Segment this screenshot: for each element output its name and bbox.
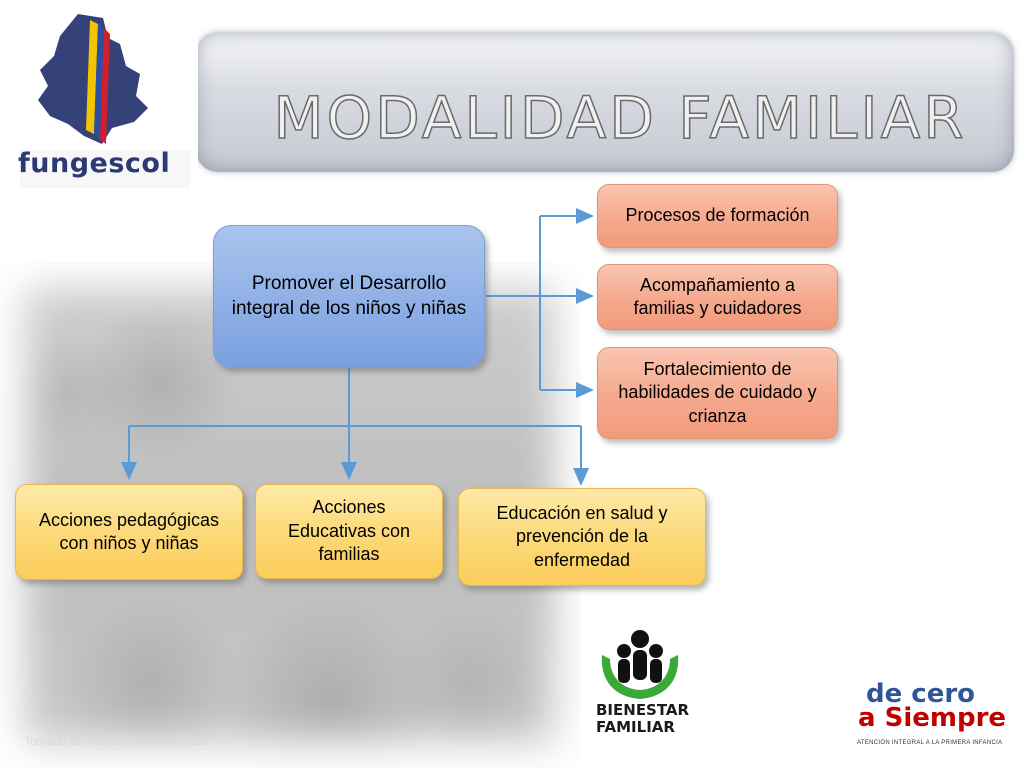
node-acciones-pedagogicas: Acciones pedagógicas con niños y niñas (15, 484, 243, 580)
cero-wordmark-line1: de cero (866, 679, 976, 709)
node-acompanamiento: Acompañamiento a familias y cuidadores (597, 264, 838, 330)
cero-wordmark-line2: a Siempre (858, 703, 1007, 733)
bienestar-line2: FAMILIAR (596, 718, 675, 736)
bienestar-line1: BIENESTAR (596, 701, 690, 719)
node-procesos-formacion: Procesos de formación (597, 184, 838, 248)
slide-title: MODALIDAD FAMILIAR (273, 83, 967, 153)
bienestar-wordmark: BIENESTAR FAMILIAR (596, 702, 689, 736)
cero-tagline: ATENCIÓN INTEGRAL A LA PRIMERA INFANCIA (857, 740, 1003, 746)
root-node: Promover el Desarrollo integral de los n… (213, 225, 485, 368)
title-banner (196, 32, 1014, 172)
fungescol-wordmark: fungescol (18, 148, 171, 179)
fungescol-logo-icon (8, 4, 198, 190)
bienestar-familiar-logo-icon (601, 630, 679, 699)
node-fortalecimiento: Fortalecimiento de habilidades de cuidad… (597, 347, 838, 439)
node-acciones-educativas: Acciones Educativas con familias (255, 484, 443, 579)
source-note: Tomado de Manual Operativo ICBF (24, 734, 213, 748)
node-educacion-salud: Educación en salud y prevención de la en… (458, 488, 706, 586)
